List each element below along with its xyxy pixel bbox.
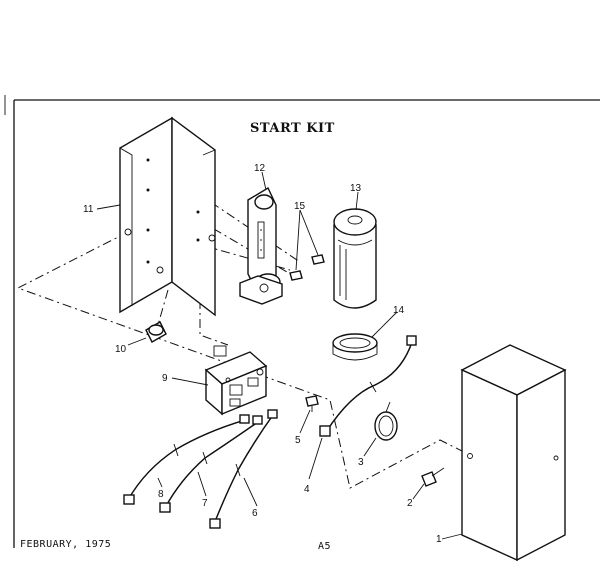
wire-lead-part-4	[319, 335, 417, 437]
diagram-title: START KIT	[250, 121, 335, 136]
part-label-6: 6	[252, 508, 258, 519]
part-label-14: 14	[393, 305, 405, 316]
capacitor-part-13	[333, 208, 377, 309]
screws-part-15	[289, 254, 325, 281]
part-label-3: 3	[358, 457, 364, 468]
part-label-11: 11	[83, 204, 94, 215]
mounting-plate-part-12	[239, 187, 283, 305]
part-label-1: 1	[436, 534, 442, 545]
part-labels: 1 2 3 4 5 6 7 8 9 10 11 12 13 14 15	[83, 163, 442, 545]
part-label-12: 12	[254, 163, 266, 174]
screw-part-2	[421, 467, 445, 487]
part-label-4: 4	[304, 484, 310, 495]
footer-date: FEBRUARY, 1975	[20, 539, 111, 550]
part-label-8: 8	[158, 489, 164, 500]
part-label-5: 5	[295, 435, 301, 446]
capacitor-strap-part-14	[332, 333, 378, 361]
screw-part-5	[305, 395, 319, 412]
part-label-15: 15	[294, 201, 306, 212]
clip-part-3	[374, 401, 398, 441]
leader-lines	[96, 171, 463, 540]
part-label-13: 13	[350, 183, 362, 194]
part-label-9: 9	[162, 373, 168, 384]
diagram-frame	[4, 95, 600, 548]
part-label-10: 10	[115, 344, 127, 355]
part-label-2: 2	[407, 498, 413, 509]
cabinet-part-1	[460, 344, 567, 562]
part-label-7: 7	[202, 498, 208, 509]
bracket-part-11	[119, 116, 216, 317]
grommet-part-10	[145, 321, 167, 343]
wire-leads-parts-6-7-8	[123, 409, 278, 529]
footer-page-number: A5	[318, 541, 331, 552]
relay-box-part-9	[204, 345, 268, 416]
